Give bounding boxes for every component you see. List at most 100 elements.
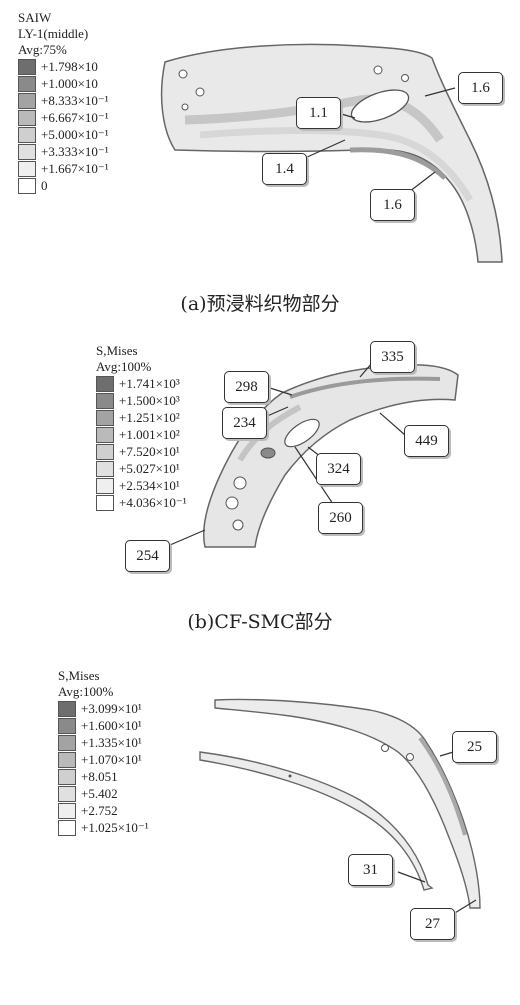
legend-row: +1.500×10³ [96, 392, 187, 409]
stress-callout-upper-right: 25 [452, 731, 497, 763]
legend-value: +5.027×10¹ [119, 460, 180, 476]
legend-swatch [58, 700, 76, 717]
legend-row: +8.333×10⁻¹ [18, 92, 109, 109]
legend-row: +2.752 [58, 802, 149, 819]
legend-swatch [58, 734, 76, 751]
legend-value: +3.099×10¹ [81, 700, 142, 716]
legend-row: +3.333×10⁻¹ [18, 143, 109, 160]
legend-swatch [18, 143, 36, 160]
legend-value: +1.000×10 [41, 75, 98, 91]
panel-c-part-contour [199, 698, 481, 917]
legend-value: +1.251×10² [119, 409, 180, 425]
legend-value: +2.534×10¹ [119, 477, 180, 493]
legend-header-line: LY-1(middle) [18, 26, 89, 41]
legend-value: +1.600×10¹ [81, 717, 142, 733]
legend-swatch [58, 751, 76, 768]
legend-row: +1.025×10⁻¹ [58, 819, 149, 836]
stress-callout-inner-hole: 1.1 [296, 97, 341, 129]
stress-callout-middle: 31 [348, 854, 393, 886]
legend-header-line: S,Mises [96, 343, 138, 358]
legend-swatch [96, 494, 114, 511]
legend-row: +5.027×10¹ [96, 460, 187, 477]
legend-value: +1.500×10³ [119, 392, 180, 408]
legend-row: +1.741×10³ [96, 375, 187, 392]
legend-row: +1.070×10¹ [58, 751, 149, 768]
legend-rows: +3.099×10¹+1.600×10¹+1.335×10¹+1.070×10¹… [58, 700, 149, 836]
legend-swatch [96, 443, 114, 460]
legend-value: +4.036×10⁻¹ [119, 494, 187, 510]
stress-callout-upper-right: 1.6 [458, 72, 503, 104]
stress-callout-right: 449 [404, 425, 449, 457]
legend-swatch [96, 477, 114, 494]
legend-swatch [96, 409, 114, 426]
legend-swatch [18, 92, 36, 109]
legend-swatch [96, 426, 114, 443]
legend-swatch [96, 392, 114, 409]
legend-swatch [18, 177, 36, 194]
legend-swatch [18, 109, 36, 126]
legend-value: 0 [41, 177, 48, 193]
legend-row: +1.667×10⁻¹ [18, 160, 109, 177]
legend-panel-a: SAIW LY-1(middle) Avg:75% +1.798×10+1.00… [18, 10, 109, 194]
legend-row: 0 [18, 177, 109, 194]
stress-callout-left-edge: 234 [222, 407, 267, 439]
legend-value: +1.667×10⁻¹ [41, 160, 109, 176]
legend-swatch [18, 75, 36, 92]
legend-rows: +1.798×10+1.000×10+8.333×10⁻¹+6.667×10⁻¹… [18, 58, 109, 194]
legend-value: +1.025×10⁻¹ [81, 819, 149, 835]
legend-swatch [58, 819, 76, 836]
legend-swatch [58, 802, 76, 819]
stress-callout-bottom: 27 [410, 908, 455, 940]
legend-value: +8.333×10⁻¹ [41, 92, 109, 108]
panel-prepreg-fabric: SAIW LY-1(middle) Avg:75% +1.798×10+1.00… [0, 0, 520, 280]
prepreg-fabric-part-contour [160, 43, 503, 263]
legend-swatch [18, 126, 36, 143]
legend-value: +8.051 [81, 768, 118, 784]
legend-row: +5.402 [58, 785, 149, 802]
caption-panel-a: (a)预浸料织物部分 [180, 293, 340, 315]
legend-header-line: SAIW [18, 10, 52, 25]
legend-row: +1.000×10 [18, 75, 109, 92]
legend-header-line: Avg:75% [18, 42, 67, 57]
legend-row: +1.251×10² [96, 409, 187, 426]
legend-header-line: S,Mises [58, 668, 100, 683]
legend-row: +1.600×10¹ [58, 717, 149, 734]
legend-row: +1.335×10¹ [58, 734, 149, 751]
stress-callout-center: 324 [316, 453, 361, 485]
legend-swatch [58, 785, 76, 802]
legend-panel-b: S,Mises Avg:100% +1.741×10³+1.500×10³+1.… [96, 343, 187, 511]
legend-row: +1.001×10² [96, 426, 187, 443]
stress-callout-top: 335 [370, 341, 415, 373]
legend-swatch [58, 717, 76, 734]
stress-callout-lower: 260 [318, 502, 363, 534]
legend-row: +4.036×10⁻¹ [96, 494, 187, 511]
stress-callout-bottom-left: 254 [125, 540, 170, 572]
legend-row: +8.051 [58, 768, 149, 785]
legend-value: +1.798×10 [41, 58, 98, 74]
legend-value: +3.333×10⁻¹ [41, 143, 109, 159]
legend-swatch [96, 460, 114, 477]
stress-callout-upper-left: 298 [224, 371, 269, 403]
panel-cf-smc: S,Mises Avg:100% +1.741×10³+1.500×10³+1.… [0, 335, 520, 595]
legend-value: +7.520×10¹ [119, 443, 180, 459]
legend-row: +6.667×10⁻¹ [18, 109, 109, 126]
legend-row: +5.000×10⁻¹ [18, 126, 109, 143]
legend-value: +1.001×10² [119, 426, 180, 442]
legend-value: +1.070×10¹ [81, 751, 142, 767]
legend-value: +5.402 [81, 785, 118, 801]
panel-c-mises: S,Mises Avg:100% +3.099×10¹+1.600×10¹+1.… [0, 660, 520, 1005]
stress-callout-lower-left: 1.4 [262, 153, 307, 185]
legend-row: +2.534×10¹ [96, 477, 187, 494]
legend-row: +3.099×10¹ [58, 700, 149, 717]
legend-value: +6.667×10⁻¹ [41, 109, 109, 125]
legend-header-line: Avg:100% [58, 684, 114, 699]
caption-panel-b: (b)CF-SMC部分 [187, 611, 333, 633]
stress-callout-curve: 1.6 [370, 189, 415, 221]
legend-swatch [96, 375, 114, 392]
legend-swatch [18, 58, 36, 75]
legend-value: +5.000×10⁻¹ [41, 126, 109, 142]
legend-value: +2.752 [81, 802, 118, 818]
legend-rows: +1.741×10³+1.500×10³+1.251×10²+1.001×10²… [96, 375, 187, 511]
legend-row: +1.798×10 [18, 58, 109, 75]
legend-swatch [58, 768, 76, 785]
